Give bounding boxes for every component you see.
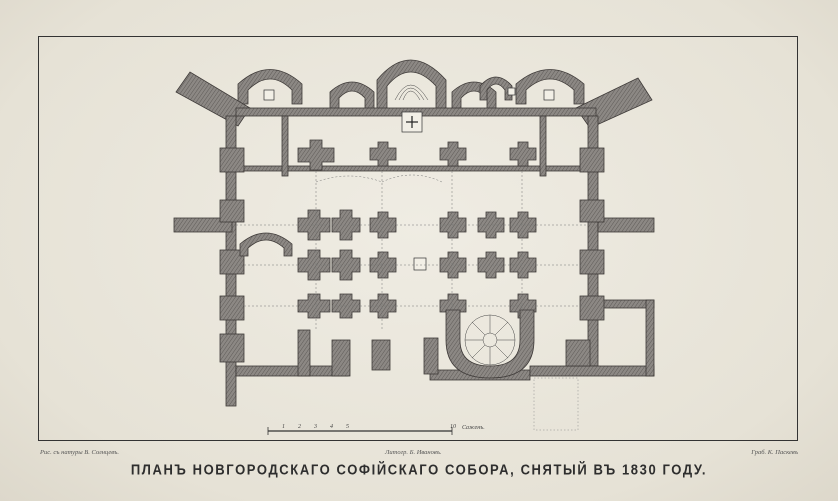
scale-tick-1: 1 [282, 424, 285, 430]
scale-bar: 1 2 3 4 5 10 Саженъ. [267, 423, 485, 435]
scale-tick-3: 3 [313, 424, 317, 430]
stair-treads [464, 314, 516, 366]
wall-south-left [235, 365, 349, 377]
apse-center-left [329, 81, 375, 111]
wall-south-right [529, 365, 655, 377]
gallery-divider-2 [539, 115, 547, 177]
apse-left [237, 69, 303, 105]
credit-engraver: Граб. К. Паскевъ [751, 449, 798, 456]
altar-cross [406, 116, 418, 128]
credit-artist: Рис. съ натуры В. Солнцевъ. [40, 449, 120, 456]
vault-lines [236, 171, 588, 330]
scale-tick-2: 2 [298, 424, 301, 430]
credit-lithographer: Литогр. Б. Ивановъ. [385, 449, 442, 456]
scale-tick-4: 4 [330, 423, 333, 430]
wall-annex-east [597, 299, 655, 309]
plan-frame [38, 36, 798, 441]
arm-east [597, 217, 655, 233]
stair-tower [445, 309, 535, 379]
apse-steps [394, 84, 429, 101]
scale-tick-5: 5 [346, 424, 349, 430]
scale-unit: Саженъ. [462, 425, 485, 431]
wing-northeast [575, 77, 653, 129]
apse-small [479, 76, 513, 101]
plan-title: ПЛАНЪ НОВГОРОДСКАГО СОФІЙСКАГО СОБОРА, С… [130, 460, 708, 479]
apse-south-west [239, 232, 293, 257]
gallery-wall [235, 165, 589, 172]
scale-tick-10: 10 [450, 424, 456, 430]
wall-annex-east-end [645, 299, 655, 377]
gallery-divider [281, 115, 289, 177]
arm-west [173, 217, 233, 233]
